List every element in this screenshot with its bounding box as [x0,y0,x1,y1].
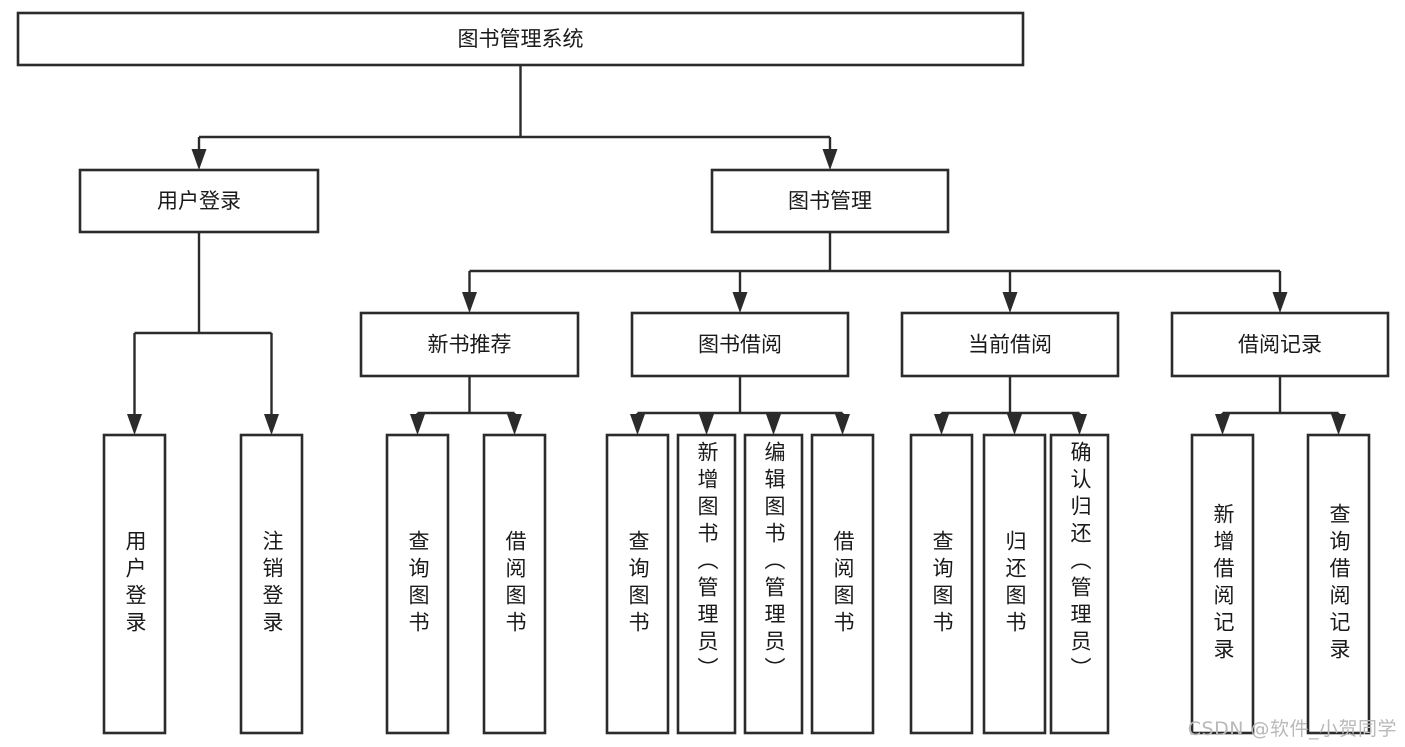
node-leaf-return-book[interactable] [982,433,1047,735]
arrowhead-leaf-add-book-admin [699,414,714,435]
arrowhead-level3-2 [1002,292,1018,313]
arrowhead-leaf-add-borrow-record [1215,414,1230,435]
node-leaf-borrow-book-1[interactable] [482,433,547,735]
node-book-manage[interactable] [710,168,950,234]
node-user-login[interactable] [78,168,320,234]
node-borrow-record[interactable] [1170,311,1390,378]
node-new-book-recommend[interactable] [359,311,580,378]
label-user-login: 用户登录 [157,189,241,213]
node-leaf-user-login[interactable] [102,433,167,735]
label-root: 图书管理系统 [458,27,584,51]
node-leaf-add-borrow-record[interactable] [1190,433,1255,735]
label-book-manage: 图书管理 [788,189,872,213]
node-current-borrow[interactable] [900,311,1120,378]
node-leaf-user-logout[interactable] [239,433,304,735]
label-current-borrow: 当前借阅 [968,333,1052,357]
node-root[interactable] [16,11,1025,67]
arrowhead-leaf-query-book-3 [934,414,949,435]
node-leaf-query-book-3[interactable] [909,433,974,735]
node-book-borrow[interactable] [630,311,850,378]
label-new-book-recommend: 新书推荐 [428,333,512,357]
label-borrow-record: 借阅记录 [1238,333,1322,357]
arrowhead-level3-3 [1272,292,1288,313]
arrowhead-level3-0 [462,292,477,313]
node-boxes [16,11,1390,735]
node-leaf-query-book-1[interactable] [385,433,450,735]
arrowhead-leaf-borrow-book-2 [835,414,850,435]
node-leaf-borrow-book-2[interactable] [810,433,875,735]
node-leaf-query-borrow-record[interactable] [1306,433,1371,735]
arrowhead-leaf-user-logout [264,414,279,435]
arrowhead-leaf-confirm-return-admin [1072,414,1087,435]
arrowhead-leaf-edit-book-admin [766,414,781,435]
node-leaf-add-book-admin[interactable] [676,433,737,735]
arrowhead-leaf-borrow-book-1 [507,414,522,435]
arrowhead-level2-1 [822,149,838,170]
arrowhead-level2-0 [191,149,207,170]
arrowhead-leaf-return-book [1007,414,1022,435]
connector-lines [127,65,1346,435]
arrowhead-leaf-query-book-1 [410,414,425,435]
watermark-text: CSDN @软件_小贺同学 [1187,718,1397,740]
arrowhead-leaf-query-borrow-record [1331,414,1346,435]
node-leaf-confirm-return-admin[interactable] [1049,433,1110,735]
node-leaf-edit-book-admin[interactable] [743,433,804,735]
label-book-borrow: 图书借阅 [698,333,782,357]
node-leaf-query-book-2[interactable] [605,433,670,735]
arrowhead-level3-1 [732,292,748,313]
arrowhead-leaf-user-login [127,414,142,435]
arrowhead-leaf-query-book-2 [630,414,645,435]
